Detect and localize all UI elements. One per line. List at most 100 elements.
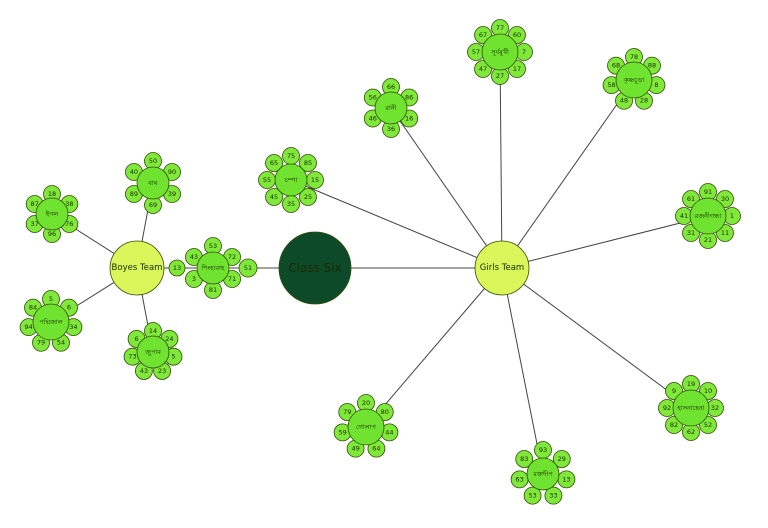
leaf-node-label: 79 [343,408,351,416]
leaf-node-label: 7 [522,48,526,56]
leaf-node[interactable]: 25 [299,188,317,206]
group-node-g2-label: চম্পা [284,176,299,184]
leaf-node-label: 44 [385,428,393,436]
leaf-node[interactable]: 75 [282,147,300,165]
leaf-node[interactable]: 62 [682,423,700,441]
leaf-node[interactable]: 63 [510,470,529,489]
bridge-node-center[interactable]: 51 [238,258,258,278]
hub-boys-team[interactable]: Boyes Team [109,240,165,296]
leaf-node[interactable]: 93 [534,441,552,459]
group-node-g8-circle [347,408,385,446]
leaf-node-label: 29 [558,455,566,463]
leaf-node-label: 88 [648,62,656,70]
leaf-node-label: 20 [362,399,370,407]
leaf-node-circle [544,486,563,505]
group-node-g7[interactable]: রক্তদীপ [526,457,560,491]
leaf-node-label: 65 [270,159,278,167]
group-node-g4-circle [615,61,653,99]
leaf-node[interactable]: 15 [306,171,324,189]
leaf-node[interactable]: 33 [544,486,563,505]
group-node-g6[interactable]: হাসনাহেনা [672,389,710,427]
group-node-g7-label: রক্তদীপ [532,469,553,478]
group-node-g5[interactable]: রজনীগন্ধা [689,197,727,235]
leaf-node-label: 53 [209,242,217,250]
leaf-node-label: 53 [528,492,536,500]
bridge-node-b3[interactable]: 13 [168,259,186,277]
group-node-b2-label: বাঘ [147,179,159,187]
group-node-g1[interactable]: রানী [374,91,408,125]
group-node-b3[interactable]: শিংহাবাহ [196,251,230,285]
leaf-node-label: 75 [287,152,295,160]
leaf-node[interactable]: 35 [282,195,300,213]
group-node-b5[interactable]: জুপাব [136,335,170,369]
leaf-node[interactable]: 29 [552,450,571,468]
leaf-node-label: 86 [405,94,413,102]
group-node-g2[interactable]: চম্পা [274,163,308,197]
group-node-b1[interactable]: ইগল [35,197,69,231]
leaf-node-label: 71 [228,275,236,283]
group-node-b1-circle [35,197,69,231]
group-node-g8-label: গোলাপ [356,423,377,431]
leaf-node[interactable]: 36 [382,120,400,138]
leaf-node-label: 50 [149,157,157,165]
leaf-node-label: 56 [369,94,377,102]
leaf-node-label: 31 [687,229,695,237]
leaf-node[interactable]: 85 [299,154,317,172]
leaf-node-label: 77 [496,24,504,32]
hub-girls-team[interactable]: Girls Team [474,240,530,296]
group-node-b3-label: শিংহাবাহ [201,264,225,272]
leaf-node-label: 80 [381,408,389,416]
leaf-node-label: 1 [730,212,734,220]
leaf-node-label: 3 [192,275,196,283]
leaf-node-label: 68 [612,62,620,70]
leaf-node-label: 94 [24,323,32,331]
leaf-node-label: 89 [130,190,138,198]
leaf-node-label: 8 [654,81,658,89]
leaf-node[interactable]: 32 [706,399,724,417]
leaf-node-label: 6 [67,304,71,312]
leaf-node-label: 15 [311,176,319,184]
leaf-node-label: 90 [168,168,176,176]
leaf-node-label: 62 [687,428,695,436]
leaf-node-label: 73 [128,353,136,361]
group-node-g3[interactable]: সূর্যমুখী [481,33,519,71]
leaf-node-label: 96 [48,230,56,238]
leaf-node[interactable]: 83 [515,450,534,468]
leaf-node-label: 24 [165,335,173,343]
leaf-node[interactable]: 13 [557,470,576,489]
leaf-node-label: 46 [369,115,377,123]
group-node-g4[interactable]: কৃষ্ণচূড়া [615,61,653,99]
leaf-node-label: 82 [670,421,678,429]
center-node[interactable]: Class Six [278,231,352,305]
leaf-node[interactable]: 65 [265,154,283,172]
leaf-node-label: 27 [496,72,504,80]
leaf-node-circle [299,154,317,172]
leaf-node[interactable]: 53 [523,486,542,505]
leaf-node-circle [515,450,534,468]
group-node-b4-circle [32,303,70,341]
leaf-node[interactable]: 78 [625,48,643,66]
group-node-g8[interactable]: গোলাপ [347,408,385,446]
leaf-node-label: 38 [65,200,73,208]
leaf-node-label: 37 [31,220,39,228]
leaf-node-label: 16 [405,115,413,123]
group-node-g7-circle [526,457,560,491]
leaf-node-label: 92 [663,404,671,412]
leaf-node[interactable]: 20 [357,394,375,412]
group-node-b4[interactable]: পদ্মিজাল [32,303,70,341]
leaf-node-label: 36 [387,125,395,133]
leaf-node-label: 34 [69,323,77,331]
leaf-node[interactable]: 45 [265,188,283,206]
group-node-g5-circle [689,197,727,235]
leaf-node-label: 10 [704,387,712,395]
group-node-g3-circle [481,33,519,71]
leaf-node-circle [552,450,571,468]
group-node-b2[interactable]: বাঘ [136,166,170,200]
edge-hub-g3 [499,51,503,269]
leaf-node-label: 43 [140,367,148,375]
leaf-node-label: 54 [57,339,65,347]
leaf-node[interactable]: 55 [258,171,276,189]
leaf-node-label: 5 [171,353,175,361]
leaf-node-label: 55 [263,176,271,184]
leaf-node-label: 85 [304,159,312,167]
